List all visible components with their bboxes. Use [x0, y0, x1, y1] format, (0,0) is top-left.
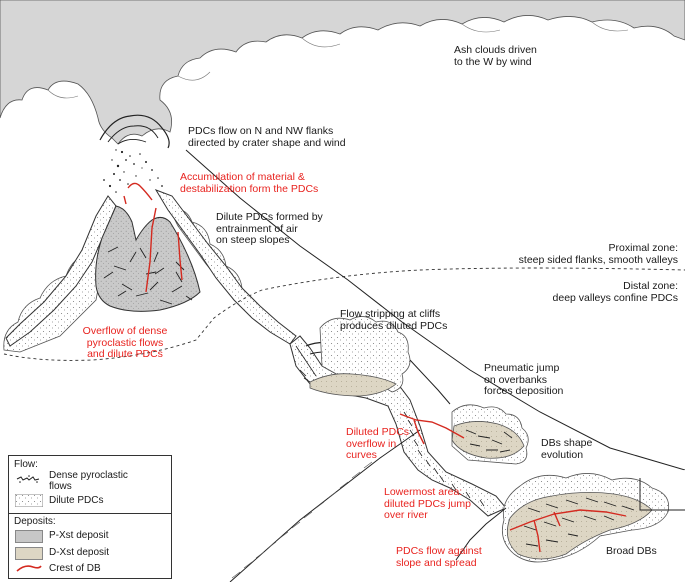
- block-hatching: [231, 461, 373, 579]
- label-overflow-dense: Overflow of dense pyroclastic flows and …: [82, 325, 168, 360]
- label-lowermost: Lowermost area: diluted PDCs jump over r…: [384, 486, 471, 521]
- label-pdcs-flow-nw: PDCs flow on N and NW flanks directed by…: [188, 125, 346, 149]
- cloud-texture: [47, 21, 629, 99]
- eruption-column: [99, 114, 170, 149]
- legend-pxst-label: P-Xst deposit: [49, 530, 109, 541]
- label-pdcs-against: PDCs flow against slope and spread: [396, 545, 482, 569]
- dxst-deposit-overbank: [451, 421, 525, 459]
- db-crests-proximal: [123, 182, 183, 293]
- legend-flow-title: Flow:: [14, 459, 38, 470]
- lower-dune-lines: [523, 497, 635, 547]
- legend-divider: [9, 513, 171, 514]
- label-flow-stripping: Flow stripping at cliffs produces dilute…: [340, 308, 448, 332]
- label-proximal-zone: Proximal zone: steep sided flanks, smoot…: [518, 242, 678, 266]
- dxst-deposit-cliff: [309, 373, 397, 397]
- landscape-block-edges: [229, 359, 685, 582]
- legend-dilute-label: Dilute PDCs: [49, 495, 104, 506]
- label-pneumatic-jump: Pneumatic jump on overbanks forces depos…: [484, 362, 564, 397]
- dense-flow-symbol: [16, 475, 40, 483]
- label-accumulation: Accumulation of material & destabilizati…: [180, 171, 319, 195]
- legend-deposits-title: Deposits:: [14, 516, 56, 527]
- ridge-line-upper: [185, 149, 685, 471]
- volcano-right-flank: [154, 189, 297, 345]
- label-dbs-shape: DBs shape evolution: [541, 437, 593, 461]
- label-broad-dbs: Broad DBs: [606, 545, 657, 557]
- ash-cloud: [0, 0, 685, 145]
- pxst-swatch: [15, 530, 43, 543]
- dilute-pdc-cliff: [319, 316, 411, 393]
- legend-dxst-label: D-Xst deposit: [49, 547, 110, 558]
- db-crests-distal: [399, 413, 627, 553]
- dxst-swatch: [15, 547, 43, 560]
- label-dilute-formed: Dilute PDCs formed by entrainment of air…: [216, 211, 323, 246]
- overbank-dune-lines: [465, 429, 513, 453]
- pxst-deposit-proximal: [95, 205, 201, 312]
- crest-symbol: [16, 565, 42, 572]
- tephra-ejecta: [103, 149, 163, 207]
- label-distal-zone: Distal zone: deep valleys confine PDCs: [552, 280, 678, 304]
- zone-boundary-line: [3, 267, 685, 361]
- label-diluted-overflow: Diluted PDCs overflow in curves: [346, 426, 410, 461]
- legend: Flow: Dense pyroclastic flows Dilute PDC…: [8, 455, 172, 579]
- eruption-column-inner: [107, 125, 159, 143]
- label-ash-clouds: Ash clouds driven to the W by wind: [454, 44, 537, 68]
- cliff-hatching: [295, 345, 485, 507]
- legend-dense-label: Dense pyroclastic flows: [49, 470, 128, 492]
- dxst-deposit-lower: [506, 492, 653, 560]
- dilute-pdc-swatch: [15, 494, 43, 507]
- legend-crest-label: Crest of DB: [49, 563, 101, 574]
